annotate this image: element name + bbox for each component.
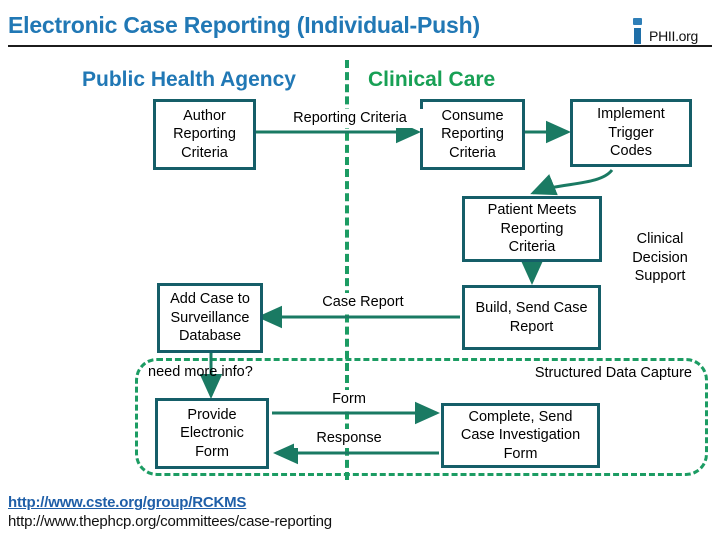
label-reporting-criteria: Reporting Criteria: [272, 109, 428, 128]
label-case-report: Case Report: [300, 293, 426, 312]
label-structured-data-capture: Structured Data Capture: [534, 365, 692, 381]
structured-data-capture-region: [135, 358, 708, 476]
box-build-send-case-report[interactable]: Build, Send Case Report: [462, 285, 601, 350]
label-need-more-info: need more info?: [148, 364, 253, 380]
header-divider: [8, 45, 712, 47]
label-form: Form: [300, 390, 398, 409]
box-author-reporting-criteria[interactable]: Author Reporting Criteria: [153, 99, 256, 170]
logo-text: PHII.org: [649, 28, 698, 44]
box-add-case-to-surveillance-database[interactable]: Add Case to Surveillance Database: [157, 283, 263, 353]
box-provide-electronic-form[interactable]: Provide Electronic Form: [155, 398, 269, 469]
label-clinical-decision-support: Clinical Decision Support: [632, 231, 688, 285]
footer-links: http://www.cste.org/group/RCKMS http://w…: [8, 494, 332, 530]
box-implement-trigger-codes[interactable]: Implement Trigger Codes: [570, 99, 692, 167]
logo-dot: [633, 18, 643, 25]
footer-link-rckms[interactable]: http://www.cste.org/group/RCKMS: [8, 494, 247, 511]
page-title: Electronic Case Reporting (Individual-Pu…: [8, 12, 480, 38]
box-patient-meets-reporting-criteria[interactable]: Patient Meets Reporting Criteria: [462, 196, 602, 262]
footer-text-thephcp: http://www.thephcp.org/committees/case-r…: [8, 513, 332, 530]
swimlane-divider: [345, 60, 349, 480]
phii-logo: PHII.org: [633, 18, 698, 44]
phii-i-logo-icon: [633, 18, 643, 44]
column-heading-clinical-care: Clinical Care: [368, 68, 496, 91]
arrow-implement-to-patient: [530, 168, 614, 196]
logo-stem: [634, 28, 642, 44]
column-heading-public-health-agency: Public Health Agency: [82, 68, 296, 91]
box-consume-reporting-criteria[interactable]: Consume Reporting Criteria: [420, 99, 525, 170]
label-response: Response: [294, 429, 404, 448]
box-complete-send-case-investigation-form[interactable]: Complete, Send Case Investigation Form: [441, 403, 600, 468]
